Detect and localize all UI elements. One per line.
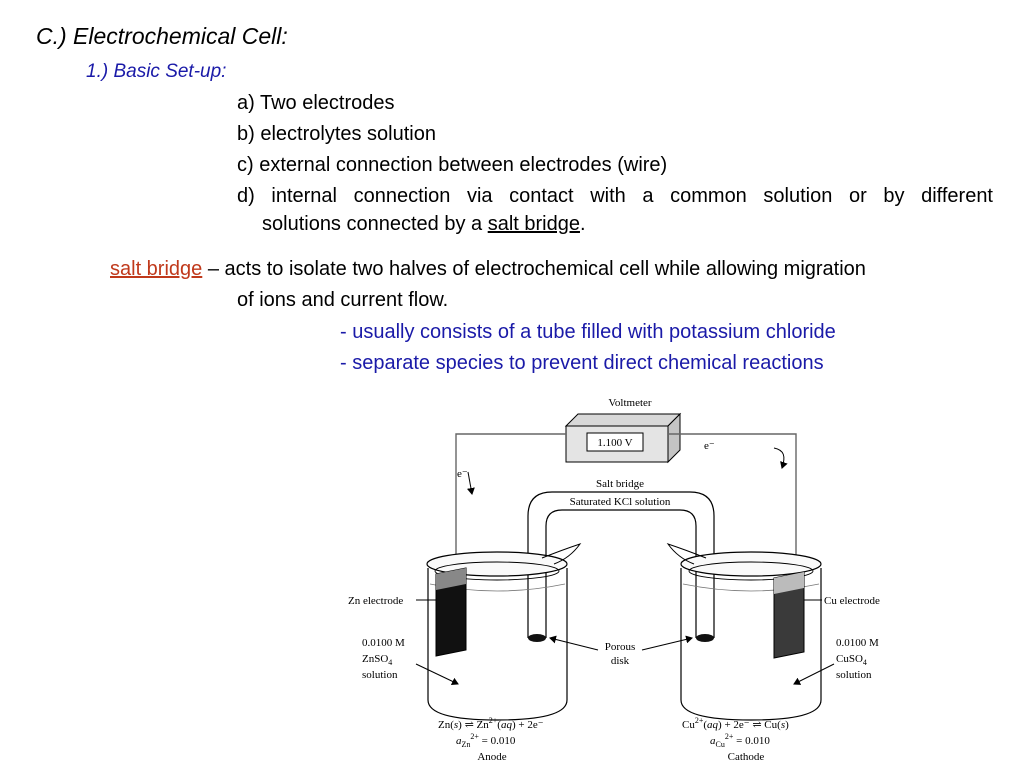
list-item-d-line1: d) internal connection via contact with … bbox=[237, 185, 993, 207]
electrochemical-cell-diagram: 1.100 V Voltmeter e⁻ e⁻ Salt bridge Satu… bbox=[348, 397, 880, 763]
salt-bridge-definition: salt bridge – acts to isolate two halves… bbox=[110, 257, 866, 281]
anode-label: Anode bbox=[477, 751, 506, 763]
list-item-d-prefix: solutions connected by a bbox=[262, 213, 488, 235]
left-solution-arrow bbox=[415, 663, 459, 686]
right-solution-species-sub: 4 bbox=[863, 658, 867, 667]
left-solution-species-sub: 4 bbox=[388, 658, 392, 667]
salt-bridge-link: salt bridge bbox=[487, 213, 580, 235]
salt-bridge-term: salt bridge bbox=[110, 258, 203, 280]
cu-electrode-label: Cu electrode bbox=[824, 595, 880, 607]
electron-label-right: e⁻ bbox=[704, 440, 715, 452]
right-solution-species-main: CuSO bbox=[836, 653, 863, 665]
list-item-c: c) external connection between electrode… bbox=[237, 154, 668, 176]
voltmeter: 1.100 V Voltmeter bbox=[564, 397, 682, 464]
slide-heading: C.) Electrochemical Cell: bbox=[36, 23, 288, 49]
electron-label-left: e⁻ bbox=[457, 468, 468, 480]
cathode-label: Cathode bbox=[728, 751, 765, 763]
right-reaction: Cu2+(aq) + 2e⁻ ⇌ Cu(s) bbox=[682, 716, 789, 731]
salt-bridge-definition-line2: of ions and current flow. bbox=[237, 289, 449, 311]
left-solution-concentration: 0.0100 M bbox=[362, 637, 405, 649]
porous-disk-label-line2: disk bbox=[611, 655, 630, 667]
left-solution-species: ZnSO4 bbox=[362, 653, 392, 667]
right-solution-species: CuSO4 bbox=[836, 653, 867, 667]
list-item-a: a) Two electrodes bbox=[237, 92, 395, 114]
porous-disk-left bbox=[528, 634, 546, 642]
left-solution-word: solution bbox=[362, 669, 398, 681]
list-item-b: b) electrolytes solution bbox=[237, 123, 436, 145]
slide-subheading: 1.) Basic Set-up: bbox=[86, 61, 227, 82]
cu-electrode-top bbox=[774, 572, 804, 594]
salt-bridge-note-1: - usually consists of a tube filled with… bbox=[340, 321, 836, 343]
right-solution-word: solution bbox=[836, 669, 872, 681]
wire-left bbox=[455, 433, 566, 564]
zn-electrode-label: Zn electrode bbox=[348, 595, 403, 607]
external-wire bbox=[455, 433, 797, 564]
electron-arrow-right bbox=[773, 447, 788, 469]
wire-right bbox=[668, 433, 797, 564]
salt-bridge-tube bbox=[527, 491, 715, 638]
salt-bridge-definition-text: – acts to isolate two halves of electroc… bbox=[202, 258, 866, 280]
voltmeter-display bbox=[586, 432, 644, 452]
electron-arrow-left bbox=[466, 471, 475, 495]
porous-disk-arrow-left bbox=[549, 635, 599, 651]
right-solution-arrow bbox=[793, 663, 835, 685]
salt-bridge-label: Salt bridge bbox=[596, 478, 644, 490]
salt-bridge-note-2: - separate species to prevent direct che… bbox=[340, 352, 824, 374]
porous-disk-label-line1: Porous bbox=[605, 641, 636, 653]
right-solution-concentration: 0.0100 M bbox=[836, 637, 879, 649]
porous-disk-arrow-right bbox=[641, 635, 693, 651]
list-item-d-suffix: . bbox=[579, 213, 586, 235]
salt-bridge-solution-label: Saturated KCl solution bbox=[570, 496, 671, 508]
list-item-d-line2: solutions connected by a salt bridge. bbox=[262, 212, 586, 236]
voltmeter-reading: 1.100 V bbox=[597, 437, 632, 449]
voltmeter-label: Voltmeter bbox=[608, 397, 652, 409]
left-reaction: Zn(s) ⇌ Zn2+(aq) + 2e⁻ bbox=[438, 716, 544, 731]
zn-electrode-top bbox=[436, 568, 466, 590]
left-solution-species-main: ZnSO bbox=[362, 653, 388, 665]
left-activity: aZn2+ = 0.010 bbox=[456, 732, 516, 749]
right-activity: aCu2+ = 0.010 bbox=[710, 732, 770, 749]
porous-disk-right bbox=[696, 634, 714, 642]
